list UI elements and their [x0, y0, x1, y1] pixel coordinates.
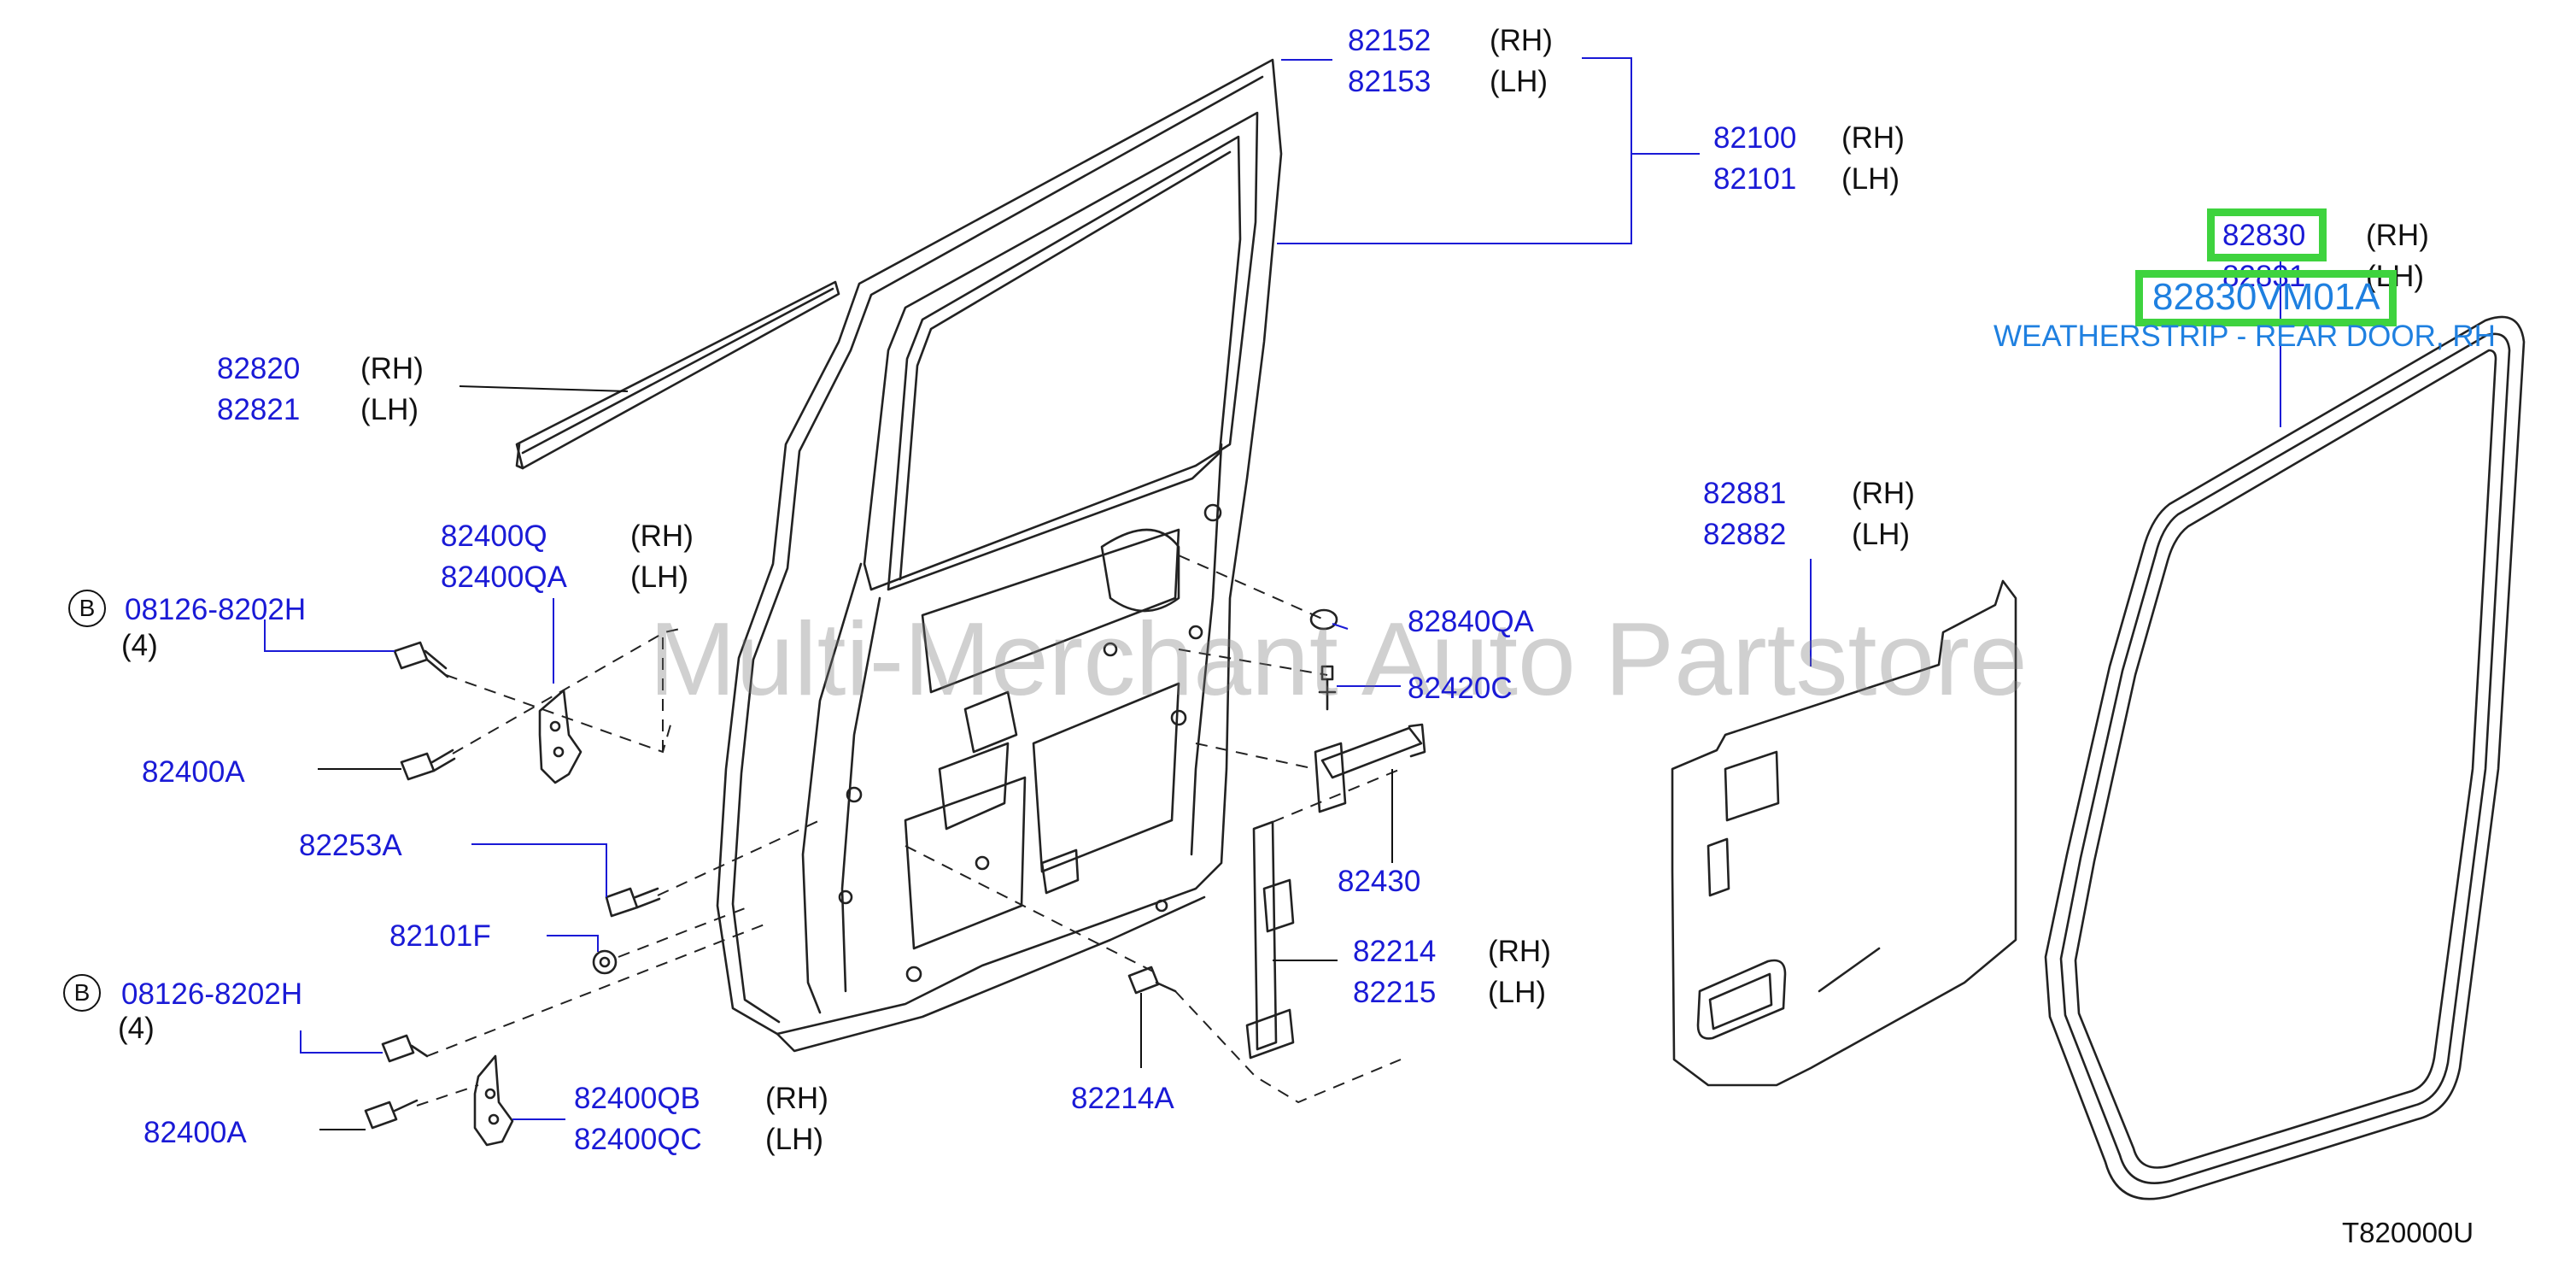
part-number-82821[interactable]: 82821: [217, 393, 301, 426]
callout-b-upper: B: [68, 590, 106, 627]
highlighted-part-number[interactable]: 82830VM01A: [2152, 276, 2380, 318]
side-82153: (LH): [1490, 65, 1549, 98]
quantity-08126-lower: (4): [118, 1012, 155, 1045]
part-number-82400A-lower[interactable]: 82400A: [143, 1116, 247, 1149]
assembly-guide-lines: [416, 555, 1402, 1107]
rear-door-shell: [716, 58, 1283, 1053]
side-82215: (LH): [1488, 976, 1547, 1009]
part-number-82840QA[interactable]: 82840QA: [1408, 605, 1534, 638]
side-82882: (LH): [1852, 518, 1911, 551]
side-82100: (RH): [1841, 121, 1905, 155]
part-number-82881[interactable]: 82881: [1703, 477, 1787, 510]
part-number-82153[interactable]: 82153: [1348, 65, 1431, 98]
part-number-82400Q[interactable]: 82400Q: [441, 520, 547, 553]
part-number-82830[interactable]: 82830: [2222, 219, 2306, 252]
part-number-82214A[interactable]: 82214A: [1071, 1082, 1174, 1115]
highlight-box-82830VM01A: [2135, 270, 2397, 326]
side-82400QC: (LH): [765, 1123, 824, 1156]
side-82400QB: (RH): [765, 1082, 828, 1115]
side-82400QA: (LH): [630, 561, 689, 594]
side-82152: (RH): [1490, 24, 1553, 57]
part-number-82214[interactable]: 82214: [1353, 935, 1437, 968]
side-82214: (RH): [1488, 935, 1551, 968]
part-number-82400QA[interactable]: 82400QA: [441, 561, 567, 594]
part-number-82400QC[interactable]: 82400QC: [574, 1123, 702, 1156]
part-number-82400A-upper[interactable]: 82400A: [142, 755, 245, 789]
outer-belt-moulding: [515, 280, 840, 470]
door-trim-panel: [1671, 579, 2017, 1087]
door-weatherstrip: [2044, 315, 2526, 1200]
part-number-82820[interactable]: 82820: [217, 352, 301, 385]
diagram-code: T820000U: [2342, 1217, 2474, 1248]
part-number-82100[interactable]: 82100: [1713, 121, 1797, 155]
highlight-box-82830: [2207, 208, 2327, 261]
part-number-82215[interactable]: 82215: [1353, 976, 1437, 1009]
callout-b-lower: B: [63, 974, 101, 1012]
part-number-82152[interactable]: 82152: [1348, 24, 1431, 57]
side-82820: (RH): [360, 352, 424, 385]
part-number-08126-8202H-upper[interactable]: 08126-8202H: [125, 593, 307, 626]
quantity-08126-upper: (4): [121, 629, 158, 662]
side-82830: (RH): [2366, 219, 2429, 252]
side-82101: (LH): [1841, 162, 1900, 196]
part-number-82420C[interactable]: 82420C: [1408, 672, 1513, 705]
part-number-82400QB[interactable]: 82400QB: [574, 1082, 700, 1115]
door-hardware: [364, 608, 1426, 1147]
highlighted-part-description: WEATHERSTRIP - REAR DOOR, RH: [1993, 320, 2496, 353]
part-number-08126-8202H-lower[interactable]: 08126-8202H: [121, 977, 303, 1011]
part-number-82882[interactable]: 82882: [1703, 518, 1787, 551]
part-number-82253A[interactable]: 82253A: [299, 829, 402, 862]
part-number-82430[interactable]: 82430: [1338, 865, 1421, 898]
side-82881: (RH): [1852, 477, 1915, 510]
side-82821: (LH): [360, 393, 419, 426]
watermark: Multi-Merchant Auto Partstore: [649, 601, 2028, 717]
side-82400Q: (RH): [630, 520, 694, 553]
part-number-82101F[interactable]: 82101F: [389, 919, 491, 953]
part-number-82101[interactable]: 82101: [1713, 162, 1797, 196]
leader-lines: [264, 57, 2281, 1130]
